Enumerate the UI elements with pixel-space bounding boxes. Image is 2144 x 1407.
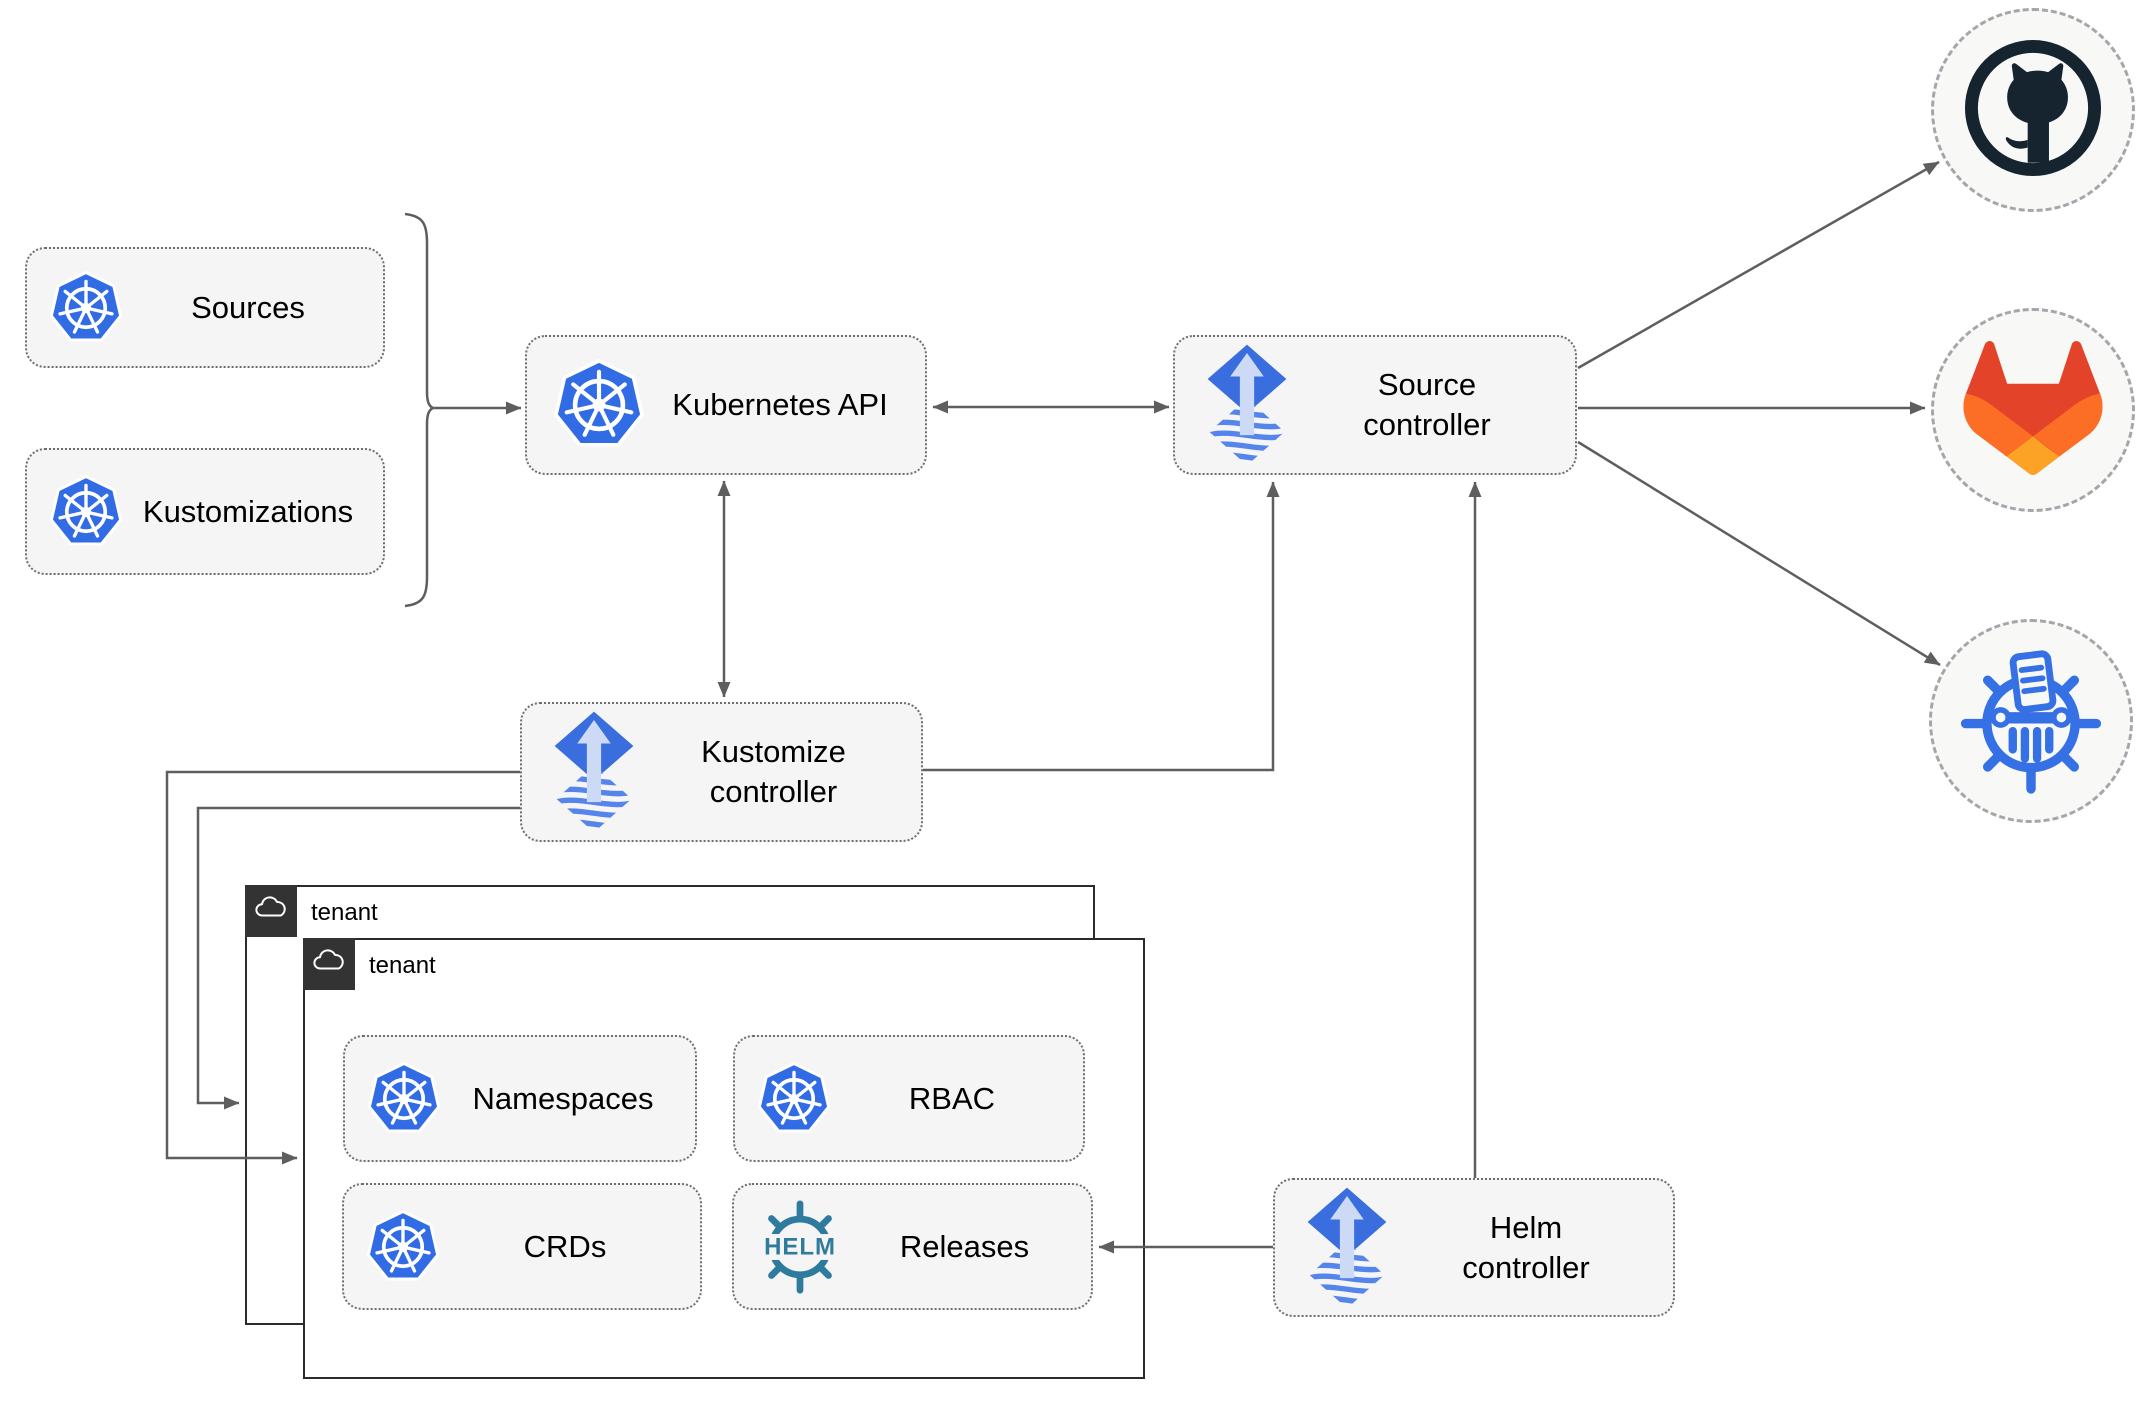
circle-kustomize [1929, 619, 2133, 823]
kubernetes-icon [49, 474, 123, 549]
tenant-label: tenant [369, 952, 436, 979]
node-crds: CRDs [342, 1183, 702, 1310]
node-helm-controller: Helm controller [1273, 1178, 1675, 1317]
circle-github [1931, 8, 2135, 212]
node-label: Source controller [1363, 367, 1491, 442]
cloud-icon [253, 895, 289, 926]
node-label: Kubernetes API [672, 387, 888, 423]
node-label: Releases [899, 1228, 1030, 1264]
node-label: Sources [191, 289, 305, 325]
kubernetes-icon [366, 1209, 440, 1284]
tenant-label: tenant [311, 899, 378, 926]
node-releases: HELM Releases [732, 1183, 1093, 1310]
kubernetes-icon [49, 270, 123, 345]
github-icon [1957, 32, 2109, 189]
node-kustomizations: Kustomizations [25, 448, 385, 575]
node-label: RBAC [908, 1080, 996, 1116]
node-source-controller: Source controller [1173, 335, 1577, 475]
node-kustomize-controller: Kustomize controller [520, 702, 923, 842]
cloud-icon [311, 948, 347, 979]
kubernetes-icon [757, 1061, 831, 1136]
arrow-kustomize-controller-to-source-controller [923, 481, 1280, 772]
node-kubernetes-api: Kubernetes API [525, 335, 927, 475]
gitlab-icon [1953, 332, 2113, 489]
node-label: Namespaces [472, 1080, 654, 1116]
node-sources: Sources [25, 247, 385, 368]
flux-icon [1305, 1186, 1389, 1310]
node-label: Kustomize controller [701, 734, 846, 809]
flux-icon [1205, 343, 1289, 467]
arrow-source-controller-to-github [1577, 160, 1940, 370]
node-rbac: RBAC [733, 1035, 1085, 1162]
kubernetes-icon [367, 1061, 441, 1136]
tenant-tag [302, 937, 355, 990]
node-label: CRDs [523, 1228, 607, 1264]
node-namespaces: Namespaces [343, 1035, 697, 1162]
tenant-tag [244, 884, 297, 937]
kubernetes-icon [553, 359, 645, 451]
kustomize-icon [1955, 643, 2107, 800]
node-label: Helm controller [1462, 1209, 1590, 1285]
circle-gitlab [1931, 308, 2135, 512]
svg-text:HELM: HELM [764, 1233, 836, 1260]
helm-icon: HELM [752, 1199, 848, 1295]
brace-sources-group [404, 212, 436, 608]
flux-icon [552, 710, 636, 834]
arrow-source-controller-to-kustomize-registry [1577, 440, 1941, 667]
node-label: Kustomizations [142, 493, 354, 529]
